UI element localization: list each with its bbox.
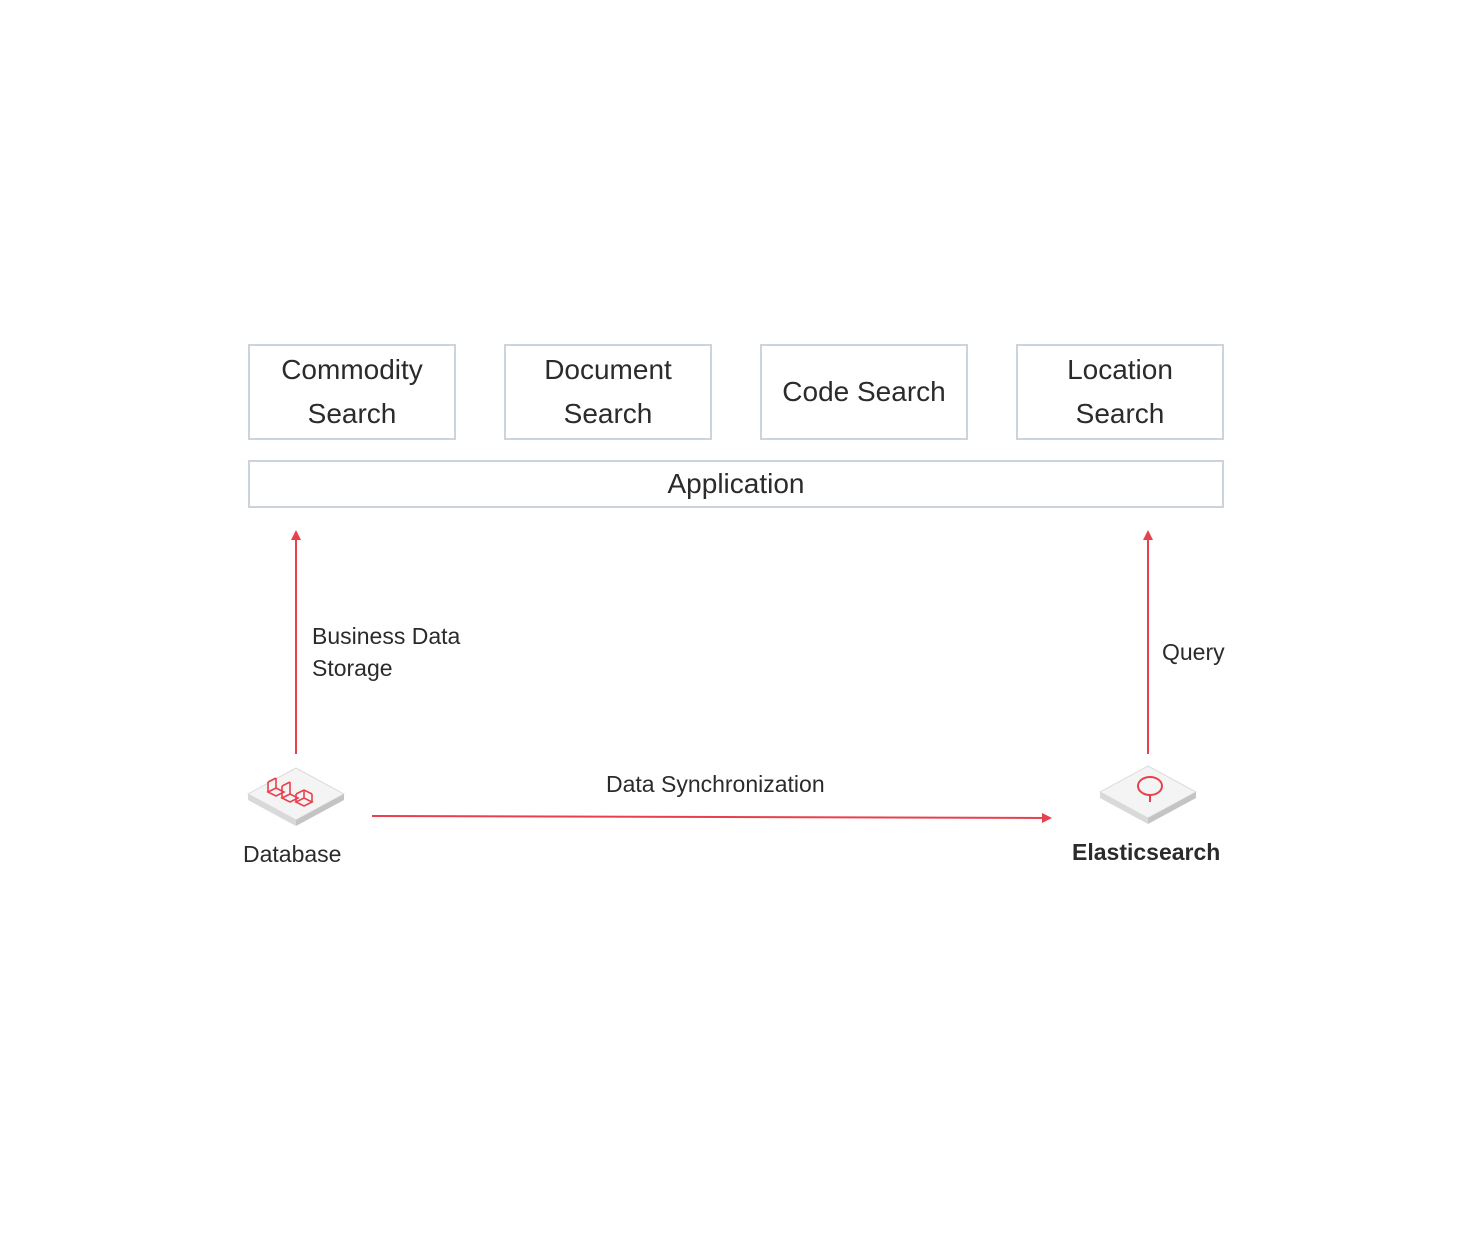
database-label: Database [243,841,342,867]
elasticsearch-label: Elasticsearch [1072,839,1221,865]
application-label: Application [667,468,805,499]
data-sync-arrow [371,812,1052,823]
code-search-box: Code Search [760,344,968,440]
document-search-label: Document Search [544,354,672,429]
database-chart-icon [246,767,346,826]
location-search-label: Location Search [1067,354,1173,429]
code-search-label: Code Search [782,376,946,407]
commodity-search-box: Commodity Search [248,344,456,440]
location-search-box: Location Search [1016,344,1224,440]
business-data-storage-label: Business Data Storage [312,623,461,681]
data-sync-label: Data Synchronization [606,771,825,797]
query-label: Query [1162,639,1225,665]
search-magnifier-icon [1098,765,1198,824]
application-box: Application [248,460,1224,508]
commodity-search-label: Commodity Search [281,354,423,429]
document-search-box: Document Search [504,344,712,440]
